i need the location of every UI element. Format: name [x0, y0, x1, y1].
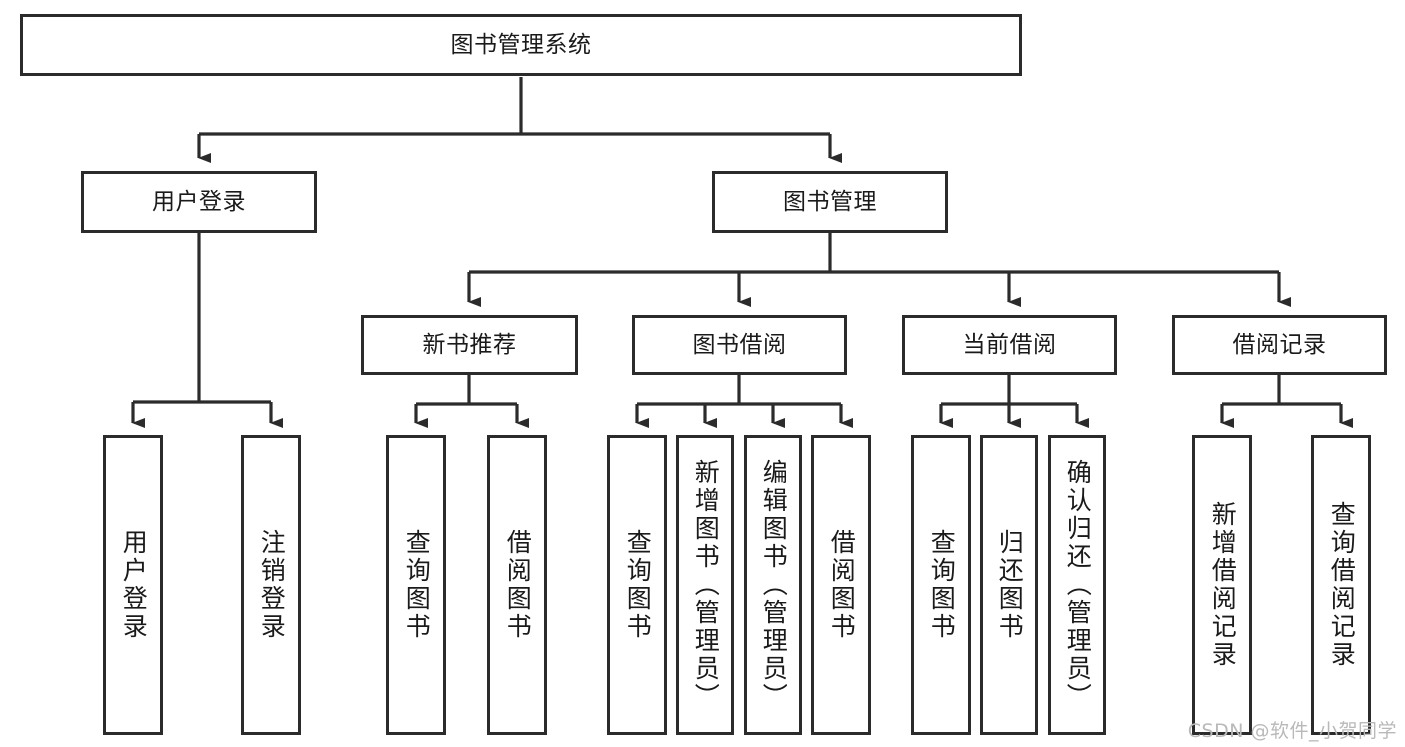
- node-new-book-rec-label: 新书推荐: [422, 331, 517, 358]
- node-book-manage[interactable]: 图书管理: [712, 171, 948, 233]
- leaf-query-book-3-label: 查询图书: [927, 529, 957, 641]
- node-book-manage-label: 图书管理: [783, 188, 877, 215]
- node-new-book-rec[interactable]: 新书推荐: [361, 315, 578, 375]
- leaf-edit-book[interactable]: 编辑图书（管理员）: [744, 435, 802, 735]
- csdn-watermark: CSDN @软件_小贺同学: [1187, 720, 1397, 742]
- leaf-query-book-2[interactable]: 查询图书: [607, 435, 667, 735]
- node-borrow-record-label: 借阅记录: [1232, 331, 1327, 358]
- leaf-confirm-return-label: 确认归还（管理员）: [1063, 459, 1093, 711]
- leaf-return-book-label: 归还图书: [995, 529, 1025, 641]
- leaf-edit-book-label: 编辑图书（管理员）: [759, 459, 789, 711]
- node-root-label: 图书管理系统: [450, 31, 592, 58]
- leaf-borrow-book-1-label: 借阅图书: [503, 529, 533, 641]
- leaf-add-record-label: 新增借阅记录: [1208, 501, 1238, 669]
- leaf-user-logout[interactable]: 注销登录: [241, 435, 301, 735]
- node-current-borrow[interactable]: 当前借阅: [902, 315, 1117, 375]
- leaf-query-record-label: 查询借阅记录: [1327, 501, 1357, 669]
- leaf-query-book-1[interactable]: 查询图书: [386, 435, 446, 735]
- leaf-add-book-label: 新增图书（管理员）: [691, 459, 721, 711]
- node-user-login[interactable]: 用户登录: [81, 171, 317, 233]
- leaf-add-book[interactable]: 新增图书（管理员）: [676, 435, 734, 735]
- leaf-user-logout-label: 注销登录: [257, 529, 287, 641]
- node-book-borrow[interactable]: 图书借阅: [632, 315, 847, 375]
- leaf-query-book-2-label: 查询图书: [623, 529, 653, 641]
- leaf-add-record[interactable]: 新增借阅记录: [1192, 435, 1252, 735]
- leaf-return-book[interactable]: 归还图书: [980, 435, 1038, 735]
- node-book-borrow-label: 图书借阅: [692, 331, 787, 358]
- leaf-borrow-book-2-label: 借阅图书: [827, 529, 857, 641]
- leaf-confirm-return[interactable]: 确认归还（管理员）: [1048, 435, 1106, 735]
- leaf-borrow-book-1[interactable]: 借阅图书: [487, 435, 547, 735]
- node-borrow-record[interactable]: 借阅记录: [1172, 315, 1387, 375]
- node-current-borrow-label: 当前借阅: [962, 331, 1057, 358]
- leaf-query-book-1-label: 查询图书: [402, 529, 432, 641]
- node-root[interactable]: 图书管理系统: [20, 14, 1022, 76]
- leaf-user-login-label: 用户登录: [119, 529, 149, 641]
- leaf-user-login[interactable]: 用户登录: [103, 435, 163, 735]
- leaf-borrow-book-2[interactable]: 借阅图书: [811, 435, 871, 735]
- leaf-query-record[interactable]: 查询借阅记录: [1311, 435, 1371, 735]
- node-user-login-label: 用户登录: [152, 188, 246, 215]
- leaf-query-book-3[interactable]: 查询图书: [911, 435, 971, 735]
